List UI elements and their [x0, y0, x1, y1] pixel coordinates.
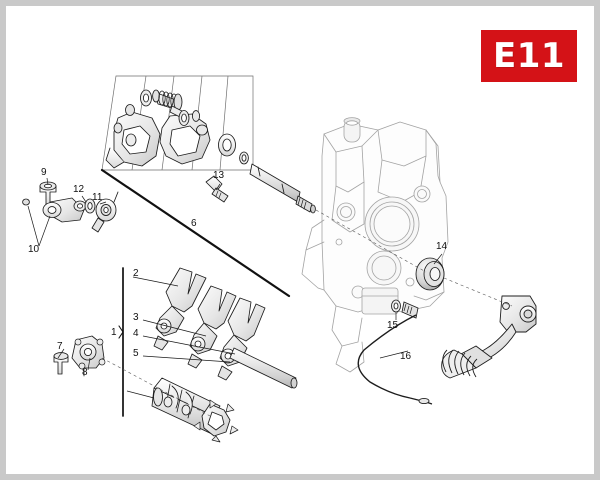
gear-shift-pedal	[441, 295, 537, 379]
page-code-badge: E11	[481, 30, 577, 82]
shift-arm-group-bracket	[100, 168, 291, 298]
callout-1: 1	[111, 327, 117, 338]
parts-diagram-illustration	[22, 75, 537, 443]
diagram-canvas: E11 1 2 3 4 5 6 7 8 9 10 11 12 13 14 15 …	[6, 6, 594, 474]
callout-2: 2	[133, 268, 139, 279]
callout-14: 14	[436, 241, 448, 252]
callout-12: 12	[73, 184, 85, 195]
callout-6: 6	[191, 218, 197, 229]
callout-15: 15	[387, 320, 399, 331]
callout-leader-lines	[27, 177, 443, 399]
callout-4: 4	[133, 328, 139, 339]
page-code-label: E11	[492, 36, 566, 76]
callout-10: 10	[28, 244, 40, 255]
shift-arm-exploded-group	[100, 75, 316, 298]
shift-fork-group	[53, 267, 298, 443]
engine-crankcase	[301, 117, 449, 373]
stopper-arm-group	[22, 181, 119, 233]
callout-5: 5	[133, 348, 139, 359]
callout-7: 7	[57, 341, 63, 352]
callout-11: 11	[92, 192, 103, 203]
callout-3: 3	[133, 312, 139, 323]
callout-9: 9	[41, 167, 47, 178]
shift-shaft-oil-seal	[415, 257, 445, 291]
callout-16: 16	[400, 351, 412, 362]
neutral-switch-group	[357, 299, 433, 405]
callout-13: 13	[213, 170, 225, 181]
callout-8: 8	[82, 367, 88, 378]
assembly-axis-lines	[101, 209, 513, 417]
